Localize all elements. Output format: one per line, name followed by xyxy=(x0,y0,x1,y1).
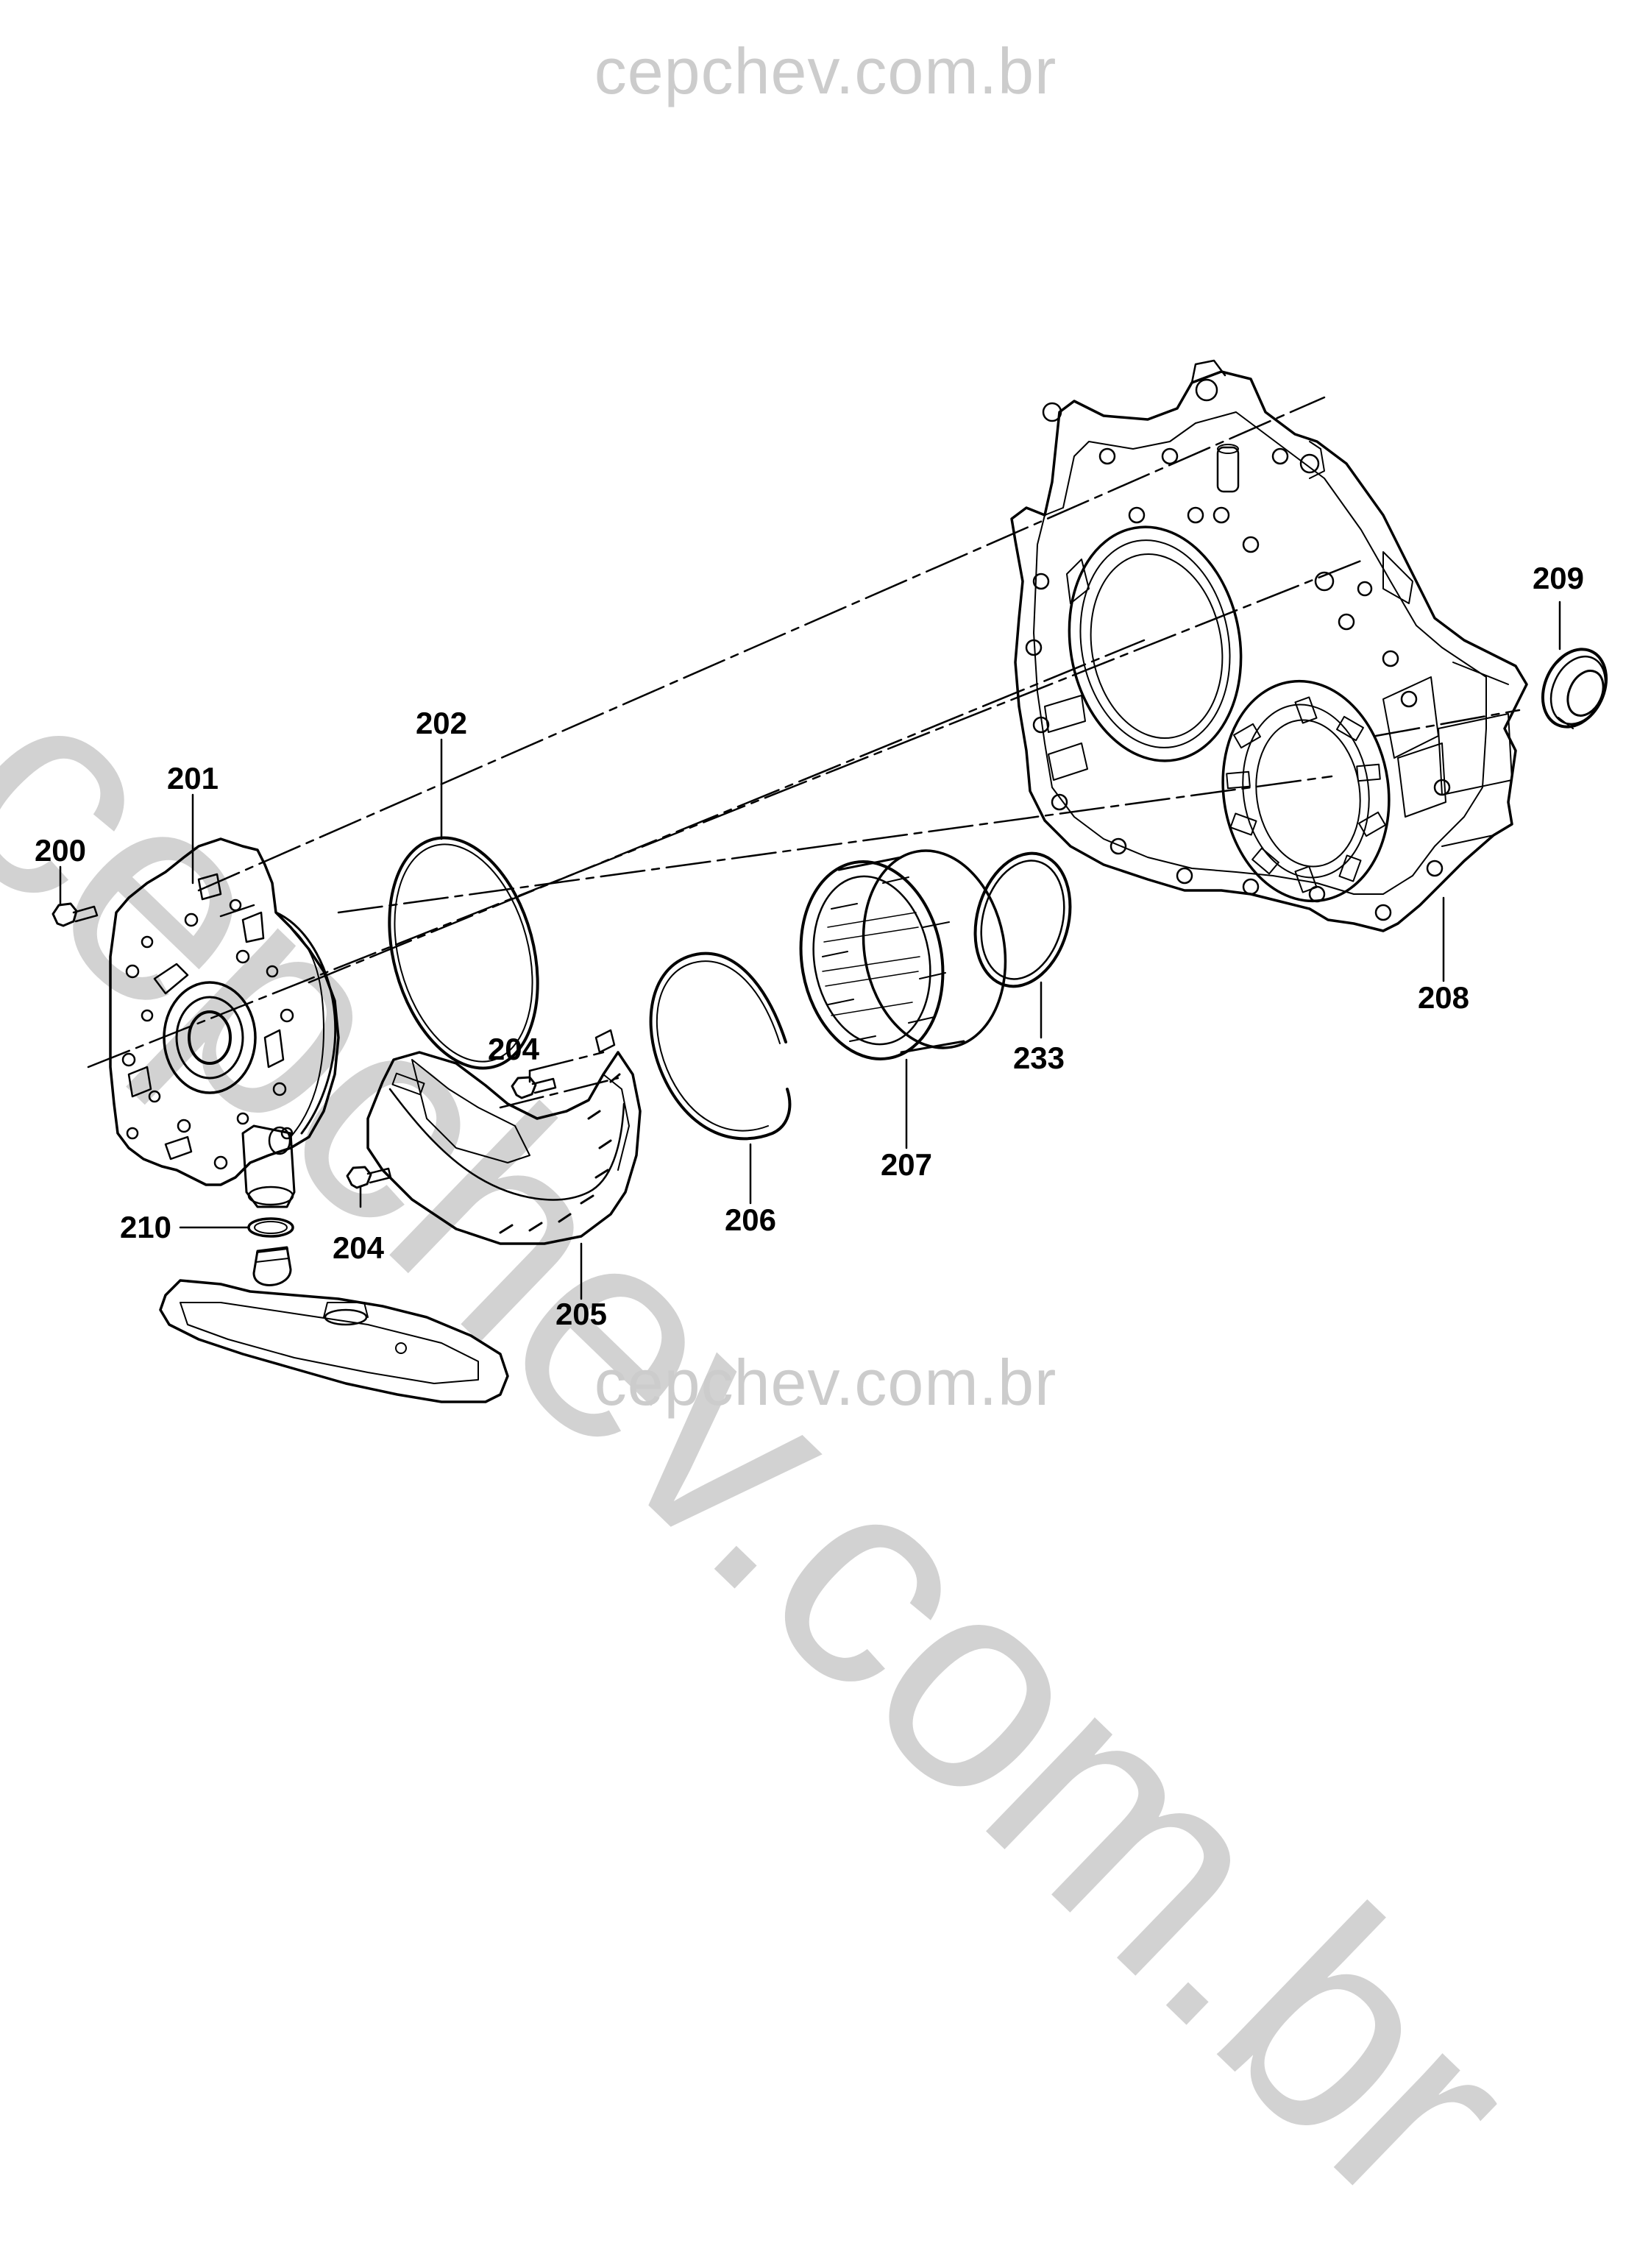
diagram-canvas: 200 201 202 204 204 205 206 207 208 209 … xyxy=(35,359,1608,1403)
exploded-parts-diagram: cepchev.com.br xyxy=(0,35,1608,2264)
bolt-204-lower xyxy=(346,1166,392,1189)
callout-labels: 200 201 202 204 204 205 206 207 208 209 … xyxy=(35,561,1584,1331)
bolt-200 xyxy=(52,902,99,927)
callout-209: 209 xyxy=(1533,561,1584,595)
callout-204-upper: 204 xyxy=(488,1032,540,1066)
seal-209 xyxy=(1541,648,1608,729)
callout-202: 202 xyxy=(416,706,467,740)
o-ring-210 xyxy=(247,1217,294,1238)
callout-207: 207 xyxy=(881,1147,932,1182)
assembly-axis-lines xyxy=(87,396,1521,1109)
baffle-205 xyxy=(366,1029,642,1245)
oil-filter xyxy=(159,1246,509,1403)
snap-ring-206 xyxy=(649,952,792,1141)
callout-201: 201 xyxy=(167,761,219,795)
bolt-204-upper xyxy=(511,1076,557,1099)
watermark-bottom: cepchev.com.br xyxy=(594,1346,1057,1419)
callout-208: 208 xyxy=(1418,980,1469,1015)
transmission-case-208 xyxy=(1010,359,1528,932)
pump-body-201 xyxy=(109,837,340,1208)
o-ring-202 xyxy=(388,836,539,1070)
seal-ring-233 xyxy=(973,851,1072,988)
leader-lines xyxy=(59,600,1561,1300)
callout-204-lower: 204 xyxy=(333,1230,385,1265)
watermark-top: cepchev.com.br xyxy=(594,35,1057,107)
callout-206: 206 xyxy=(725,1202,776,1237)
callout-200: 200 xyxy=(35,833,86,868)
callout-210: 210 xyxy=(120,1210,171,1244)
ring-gear-207 xyxy=(799,849,1007,1060)
callout-233: 233 xyxy=(1013,1041,1065,1075)
callout-205: 205 xyxy=(555,1297,607,1331)
